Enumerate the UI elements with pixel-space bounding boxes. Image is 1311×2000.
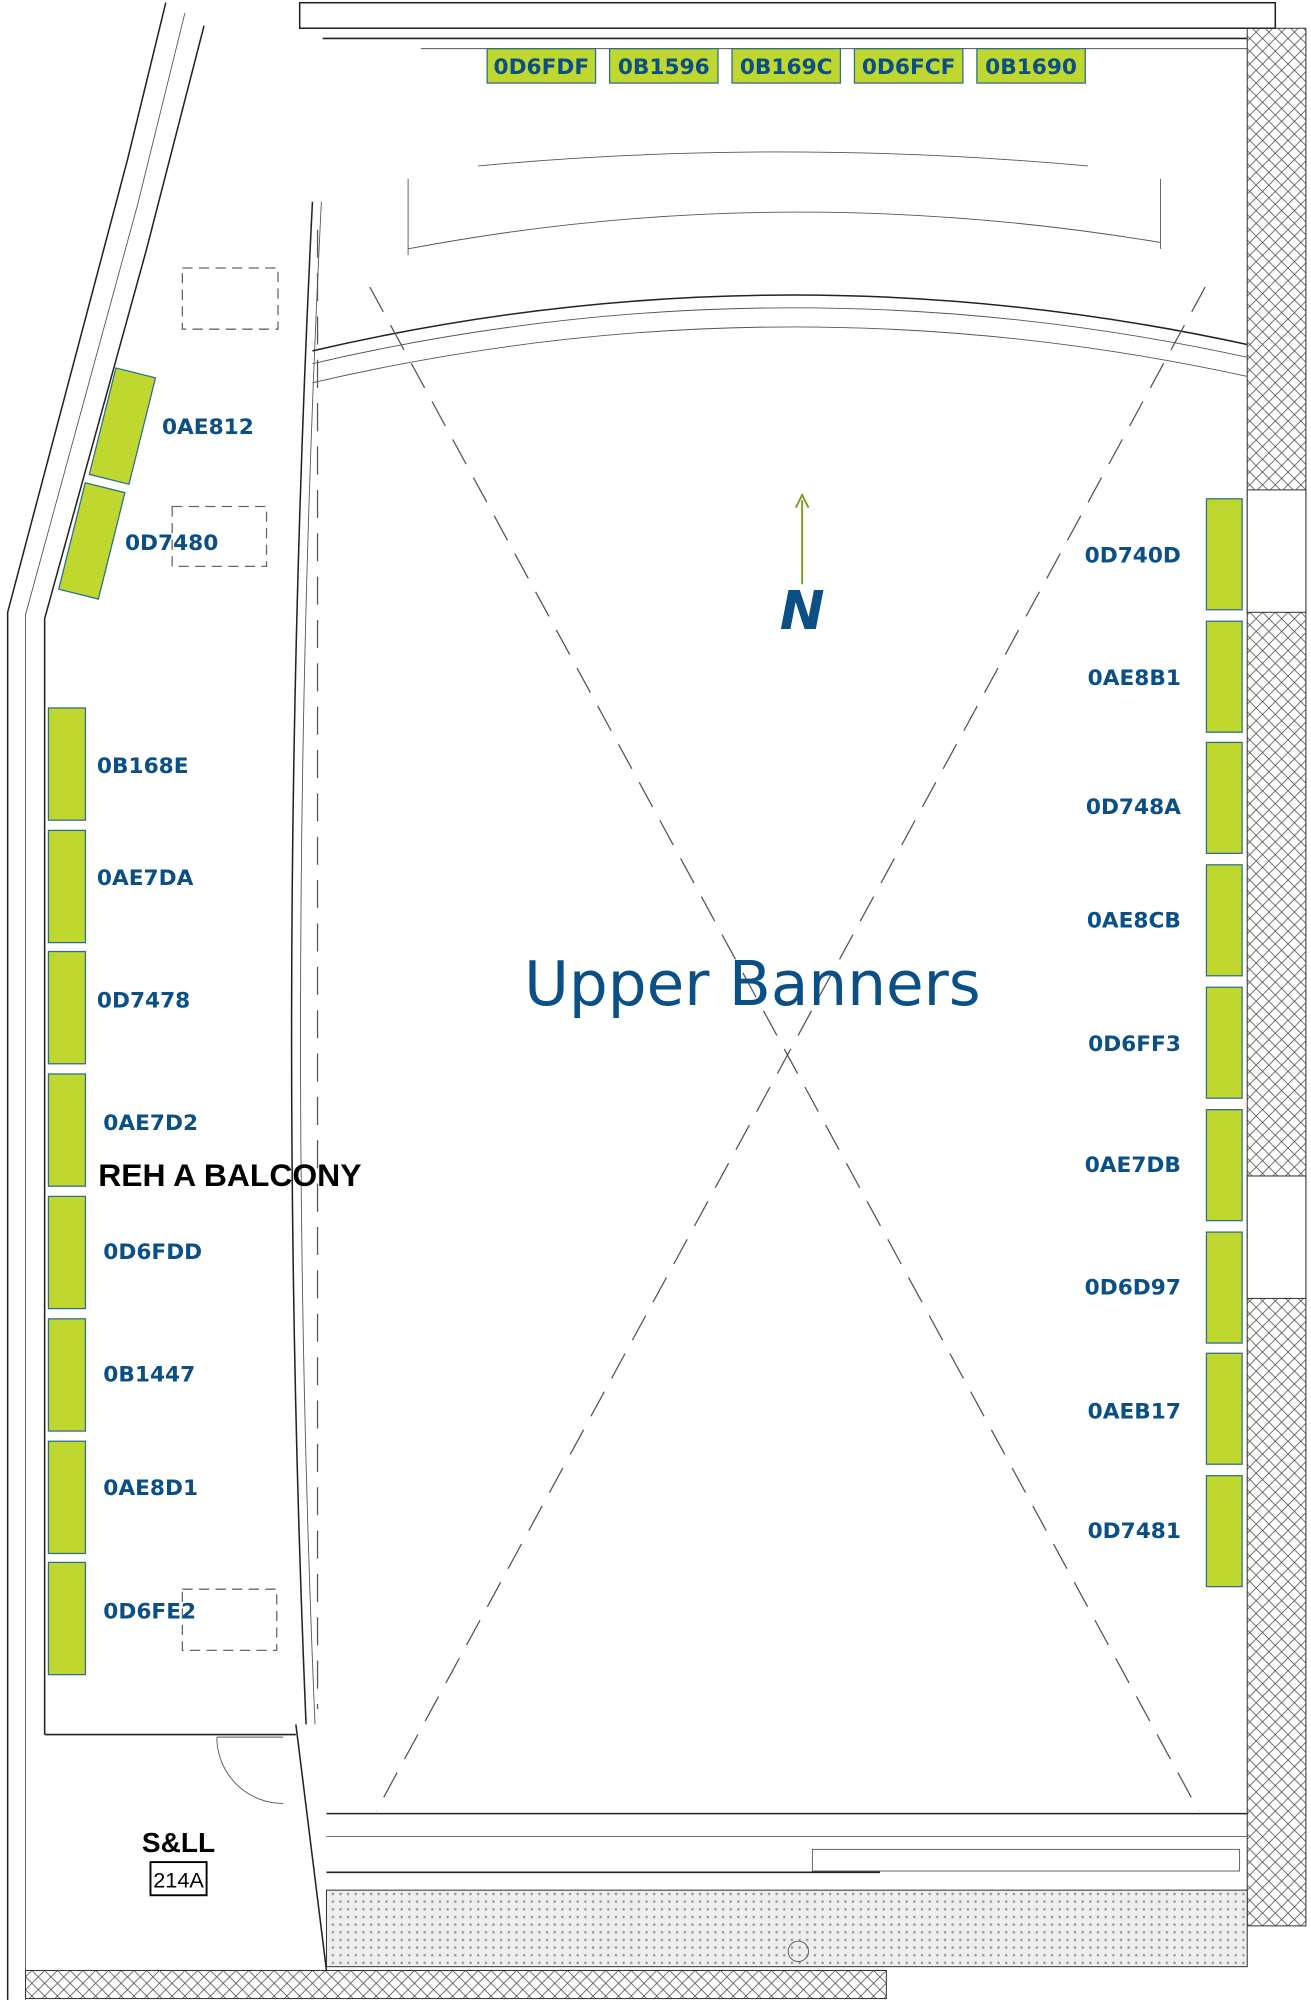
banner-panel[interactable] <box>47 1561 87 1676</box>
banner-panel[interactable] <box>1205 1475 1243 1588</box>
banner-panel[interactable] <box>1205 498 1243 611</box>
banner-panel[interactable] <box>47 707 87 821</box>
banner[interactable]: 0AE812 <box>88 367 254 486</box>
banner-panel[interactable] <box>1205 620 1243 733</box>
banner-panel[interactable] <box>47 1440 87 1555</box>
banner-label: 0D7478 <box>97 989 190 1014</box>
banner[interactable]: 0AE8CB <box>1087 864 1243 977</box>
banner-panel[interactable] <box>1205 741 1243 854</box>
banner[interactable]: 0D740D <box>1085 498 1243 611</box>
north-label: N <box>780 579 825 642</box>
banner-panel[interactable] <box>88 367 157 486</box>
banner[interactable]: 0B1690 <box>976 47 1086 84</box>
banner[interactable]: 0D6FE2 <box>47 1561 196 1676</box>
banner-panel[interactable] <box>47 950 87 1065</box>
banner-label: 0B168E <box>97 754 189 779</box>
left-banner-column: 0B168E 0AE7DA 0D7478 0AE7D2 0D6FDD 0B1447 0AE8… <box>47 707 202 1676</box>
banner-label: 0AE7D2 <box>103 1111 198 1136</box>
banner-label: 0AE7DB <box>1085 1153 1181 1178</box>
banner-panel[interactable] <box>608 47 719 84</box>
banner-panel[interactable] <box>731 47 842 84</box>
banner[interactable]: 0AEB17 <box>1088 1352 1243 1465</box>
banner-panel[interactable] <box>976 47 1086 84</box>
banner-panel[interactable] <box>1205 1231 1243 1344</box>
banner-panel[interactable] <box>47 829 87 944</box>
banner-panel[interactable] <box>1205 864 1243 977</box>
walls <box>6 1 1307 2000</box>
right-banner-column: 0D740D 0AE8B1 0D748A 0AE8CB 0D6FF3 0AE7DB 0D6D… <box>1085 498 1243 1588</box>
banner[interactable]: 0D6FF3 <box>1088 986 1243 1099</box>
banner-label: 0D6FDF <box>494 55 590 80</box>
banner[interactable]: 0AE7D2 <box>47 1073 198 1187</box>
banner[interactable]: 0D7481 <box>1088 1475 1243 1588</box>
banner[interactable]: 0D7478 <box>47 950 190 1065</box>
banner-label: 0B169C <box>740 55 833 80</box>
banner[interactable]: 0D7480 <box>57 481 219 600</box>
side-room-name: S&LL <box>142 1827 215 1858</box>
banner-panel[interactable] <box>47 1073 87 1187</box>
banner-label: 0D6FE2 <box>103 1600 196 1625</box>
banner-label: 0D6FDD <box>103 1240 202 1265</box>
room-number-box <box>149 1861 208 1897</box>
banner-panel[interactable] <box>853 47 964 84</box>
right-wall <box>1246 27 1307 1927</box>
banner-panel[interactable] <box>486 47 597 84</box>
banner-label: 0AE8D1 <box>103 1476 198 1501</box>
banner-label: 0D6FF3 <box>1088 1032 1181 1057</box>
banner-panel[interactable] <box>57 481 126 600</box>
banner[interactable]: 0B1596 <box>608 47 719 84</box>
banner-label: 0AE8CB <box>1087 908 1181 933</box>
banner-label: 0AE8B1 <box>1088 666 1181 691</box>
banner[interactable]: 0AE8D1 <box>47 1440 198 1555</box>
side-room-number: 214A <box>153 1868 204 1893</box>
banner-label: 0AE812 <box>162 415 254 440</box>
banner[interactable]: 0B1447 <box>47 1318 195 1432</box>
banner[interactable]: 0AE8B1 <box>1088 620 1243 733</box>
banner-label: 0B1690 <box>985 55 1077 80</box>
banner[interactable]: 0D748A <box>1086 741 1243 854</box>
banner-label: 0D7480 <box>125 531 218 556</box>
banner[interactable]: 0B168E <box>47 707 189 821</box>
banner[interactable]: 0AE7DB <box>1085 1109 1243 1222</box>
banner[interactable]: 0D6FCF <box>853 47 964 84</box>
plan-title: Upper Banners <box>524 949 981 1020</box>
banner-label: 0B1596 <box>618 55 710 80</box>
banner-label: 0B1447 <box>103 1362 195 1387</box>
banner-panel[interactable] <box>47 1195 87 1310</box>
banner-label: 0D6D97 <box>1085 1276 1181 1301</box>
banner[interactable]: 0D6FDF <box>486 47 597 84</box>
banner-label: 0D748A <box>1086 795 1181 820</box>
top-banner-row: 0D6FDF 0B1596 0B169C 0D6FCF 0B1690 <box>486 47 1086 84</box>
left-angled-banners: 0AE812 0D7480 <box>57 367 254 600</box>
banner-label: 0D6FCF <box>862 55 956 80</box>
room-label: REH A BALCONY <box>98 1157 361 1193</box>
banner-label: 0AEB17 <box>1088 1399 1181 1424</box>
banner[interactable]: 0D6FDD <box>47 1195 202 1310</box>
north-indicator: N <box>780 492 825 642</box>
banner[interactable]: 0D6D97 <box>1085 1231 1243 1344</box>
banner[interactable]: 0B169C <box>731 47 842 84</box>
banner-panel[interactable] <box>47 1318 87 1432</box>
banner-panel[interactable] <box>1205 986 1243 1099</box>
banner-label: 0D7481 <box>1088 1519 1181 1544</box>
banner[interactable]: 0AE7DA <box>47 829 194 944</box>
banner-label: 0D740D <box>1085 544 1181 569</box>
banner-panel[interactable] <box>1205 1352 1243 1465</box>
banner-panel[interactable] <box>1205 1109 1243 1222</box>
banner-label: 0AE7DA <box>97 866 194 891</box>
